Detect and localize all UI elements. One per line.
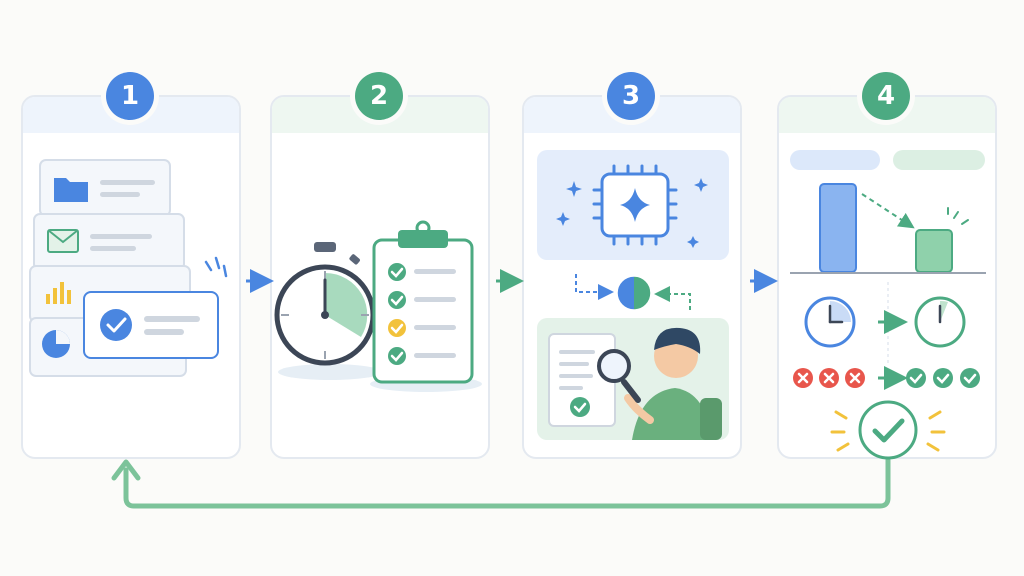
success-check-icon — [830, 400, 946, 460]
step1-document-stack — [29, 159, 228, 377]
pie-chart-icon — [42, 330, 70, 358]
step-badge-1: 1 — [106, 72, 154, 120]
folder-icon — [54, 178, 88, 202]
split-circle-icon — [616, 275, 652, 311]
check-icon — [100, 309, 132, 341]
check-icon — [906, 368, 980, 388]
clipboard-icon — [372, 220, 474, 384]
clock-icon — [804, 296, 856, 348]
step-badge-2: 2 — [355, 72, 403, 120]
step-badge-4: 4 — [862, 72, 910, 120]
bar-comparison — [790, 183, 986, 274]
stopwatch-icon — [274, 242, 376, 366]
bar-chart-icon — [46, 282, 71, 304]
sparkle-icon — [556, 178, 708, 248]
clock-icon — [914, 296, 966, 348]
person-icon — [624, 327, 722, 440]
cross-icon — [793, 368, 865, 388]
step-badge-3: 3 — [607, 72, 655, 120]
loop-arrow-icon — [123, 457, 891, 509]
chip-icon — [592, 164, 678, 246]
magnifier-icon — [597, 349, 641, 403]
mail-icon — [47, 229, 79, 253]
